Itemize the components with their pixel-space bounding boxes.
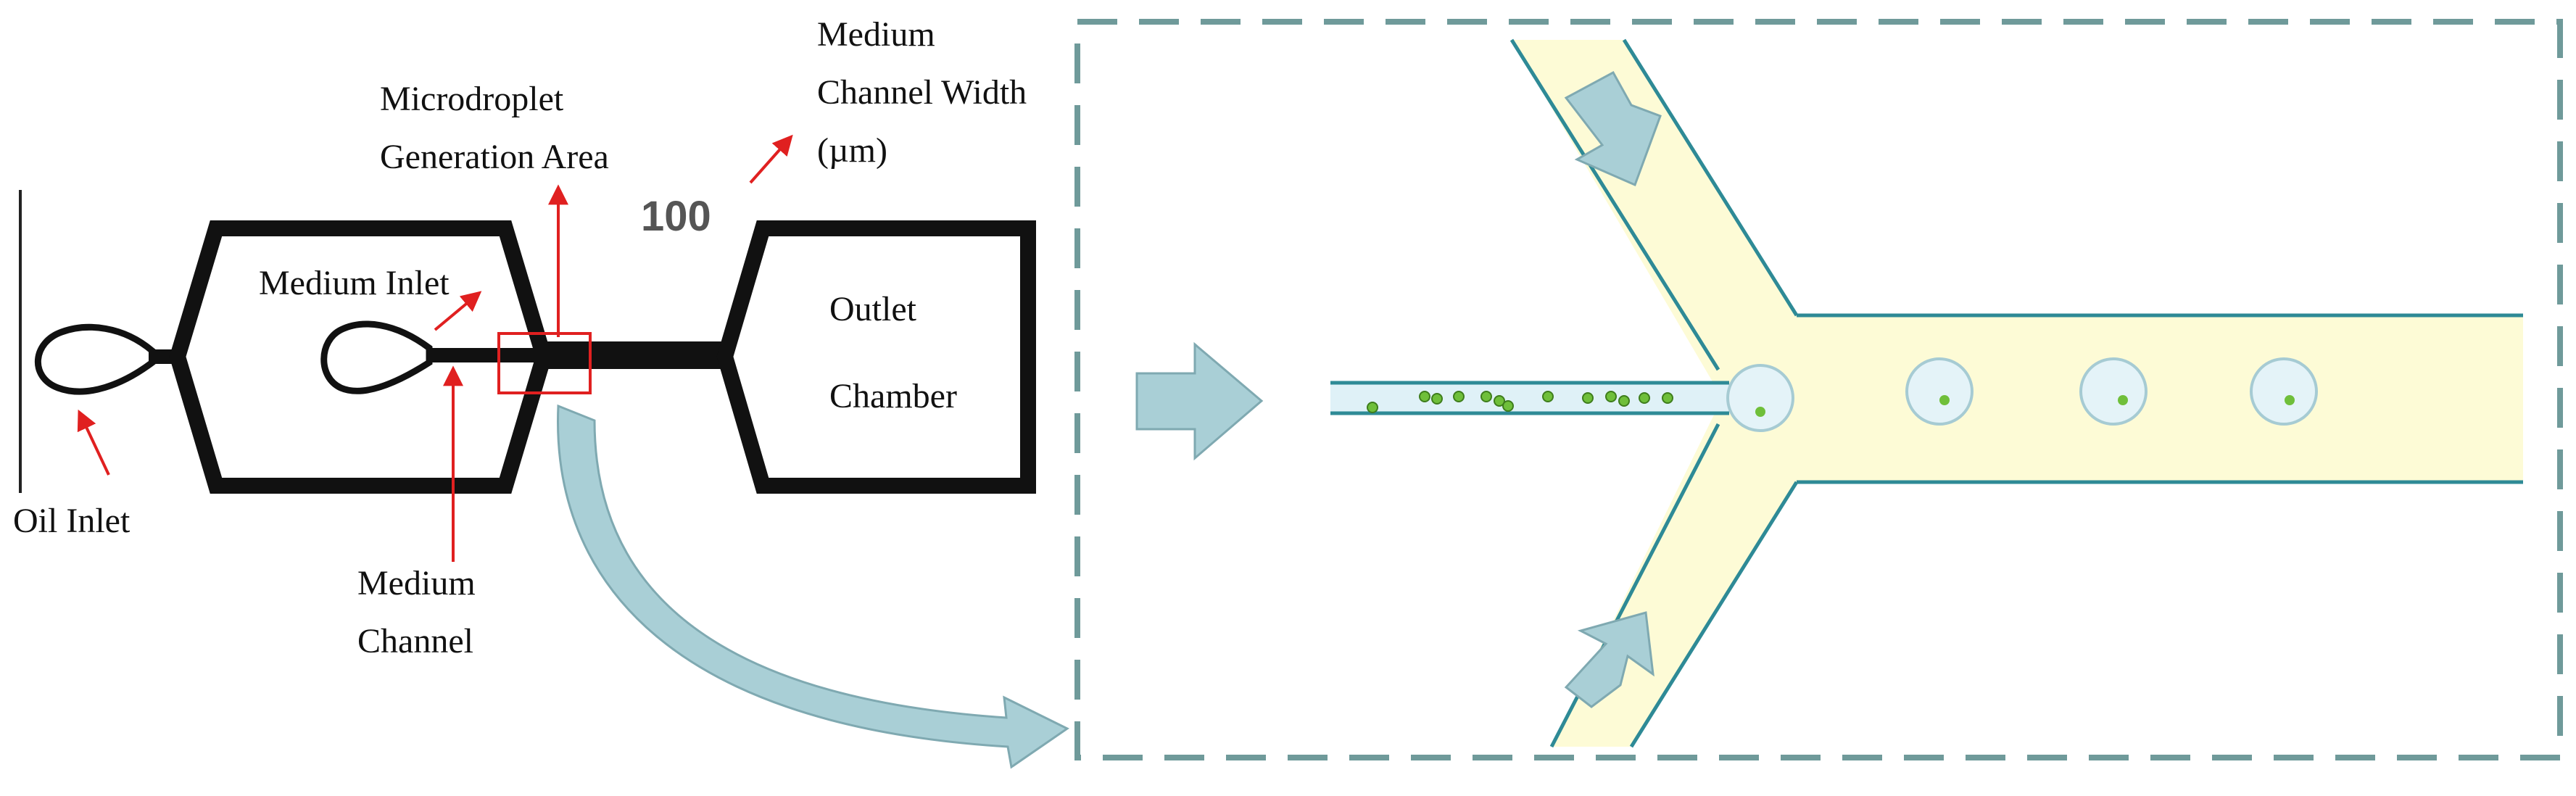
forming-droplet-cell [1755,407,1765,417]
medium-inlet-shape [320,320,433,394]
oil-inlet-shape [35,323,156,395]
medium-inlet-label: Medium Inlet [259,264,450,302]
medium-channel-thin [428,348,545,362]
oil-bottom-flow-arrow-icon [1564,611,1654,708]
oil-inlet-connector [149,349,178,364]
width-label-line2: Channel Width [817,73,1027,112]
left-labels: Medium Channel Width (µm) 100 Microdropl… [13,15,1027,660]
annotation-arrows [77,134,793,562]
forming-droplet [1726,364,1794,432]
width-value: 100 [641,193,711,240]
medium-channel-label-line1: Medium [357,564,476,602]
medium-channel-label-line2: Channel [357,622,473,660]
chip-layout [19,190,1036,494]
width-label-line3: (µm) [817,131,887,170]
medium-channel-wide [545,341,726,369]
width-arrow [749,134,793,184]
oil-top-flow-arrow-icon [1564,70,1662,187]
oil-chamber-outline [169,220,552,494]
microdroplet-label-line2: Generation Area [380,138,609,176]
zoom-panel [1074,19,2563,760]
droplet-3 [2250,357,2318,426]
outlet-label-line2: Chamber [829,377,957,415]
oil-inlet-label: Oil Inlet [13,502,131,540]
oil-flow-region [1512,40,2523,747]
zoom-panel-border [1074,19,2563,760]
outlet-label-line1: Outlet [829,290,917,328]
generation-area-box [497,332,592,394]
width-label-line1: Medium [817,15,935,54]
outlet-chamber-outline [716,220,1036,494]
curved-arrow-icon [557,404,1069,769]
droplet-1 [1905,357,1974,426]
medium-inlet-arrow [434,291,482,331]
droplet-2 [2079,357,2148,426]
medium-cells [1367,391,1673,413]
microdroplet-label-line1: Microdroplet [380,80,564,118]
oil-inlet-arrow [77,409,110,476]
flow-arrow-icon [1135,341,1264,461]
